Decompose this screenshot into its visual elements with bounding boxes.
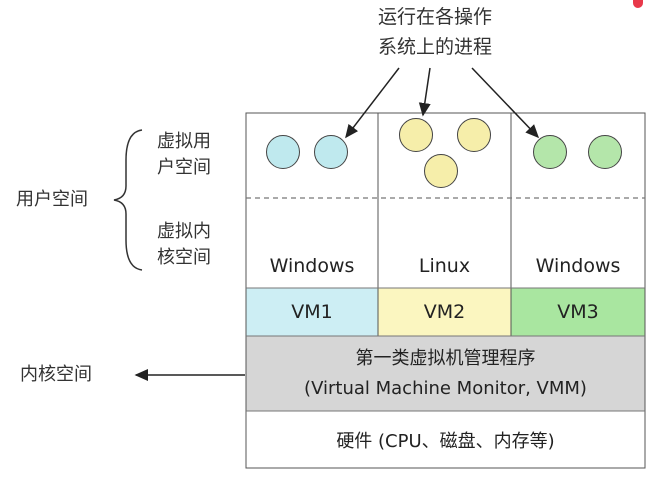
process-vm2-a: [399, 118, 433, 152]
callout-line-1: 运行在各操作: [377, 6, 492, 28]
callout-label: 运行在各操作 系统上的进程: [360, 2, 510, 62]
guest-os-3: Windows: [511, 244, 645, 288]
process-vm1-b: [314, 135, 348, 169]
hardware-block: 硬件 (CPU、磁盘、内存等): [246, 411, 645, 468]
virtual-kernel-space-label: 虚拟内 核空间: [157, 219, 211, 271]
guest-os-2: Linux: [378, 244, 511, 288]
callout-line-2: 系统上的进程: [377, 36, 492, 58]
vm-3: VM3: [511, 288, 645, 336]
virtual-user-line-2: 户空间: [157, 157, 211, 178]
arrow-to-vm3: [471, 67, 540, 139]
vmm-title: 第一类虚拟机管理程序: [355, 347, 536, 369]
virtual-user-line-1: 虚拟用: [157, 131, 211, 152]
virtual-kernel-line-2: 核空间: [157, 247, 211, 268]
arrow-to-vm2: [418, 67, 431, 117]
virtual-kernel-line-1: 虚拟内: [157, 221, 211, 242]
process-vm2-b: [457, 118, 491, 152]
process-vm3-a: [533, 135, 567, 169]
vm-2: VM2: [378, 288, 511, 336]
guest-os-1: Windows: [246, 244, 378, 288]
process-vm2-c: [424, 154, 458, 188]
arrow-to-vm1: [345, 67, 400, 139]
user-space-label: 用户空间: [16, 189, 88, 210]
brace-icon: [113, 129, 143, 271]
vm-1: VM1: [246, 288, 378, 336]
vmm-block: 第一类虚拟机管理程序 (Virtual Machine Monitor, VMM…: [246, 336, 645, 411]
vmm-subtitle: (Virtual Machine Monitor, VMM): [304, 377, 587, 399]
virtual-user-space-label: 虚拟用 户空间: [157, 129, 211, 181]
outer-border: [245, 112, 646, 469]
kernel-space-label: 内核空间: [20, 364, 92, 385]
red-marker: [633, 0, 643, 8]
process-vm1-a: [266, 135, 300, 169]
process-vm3-b: [588, 135, 622, 169]
